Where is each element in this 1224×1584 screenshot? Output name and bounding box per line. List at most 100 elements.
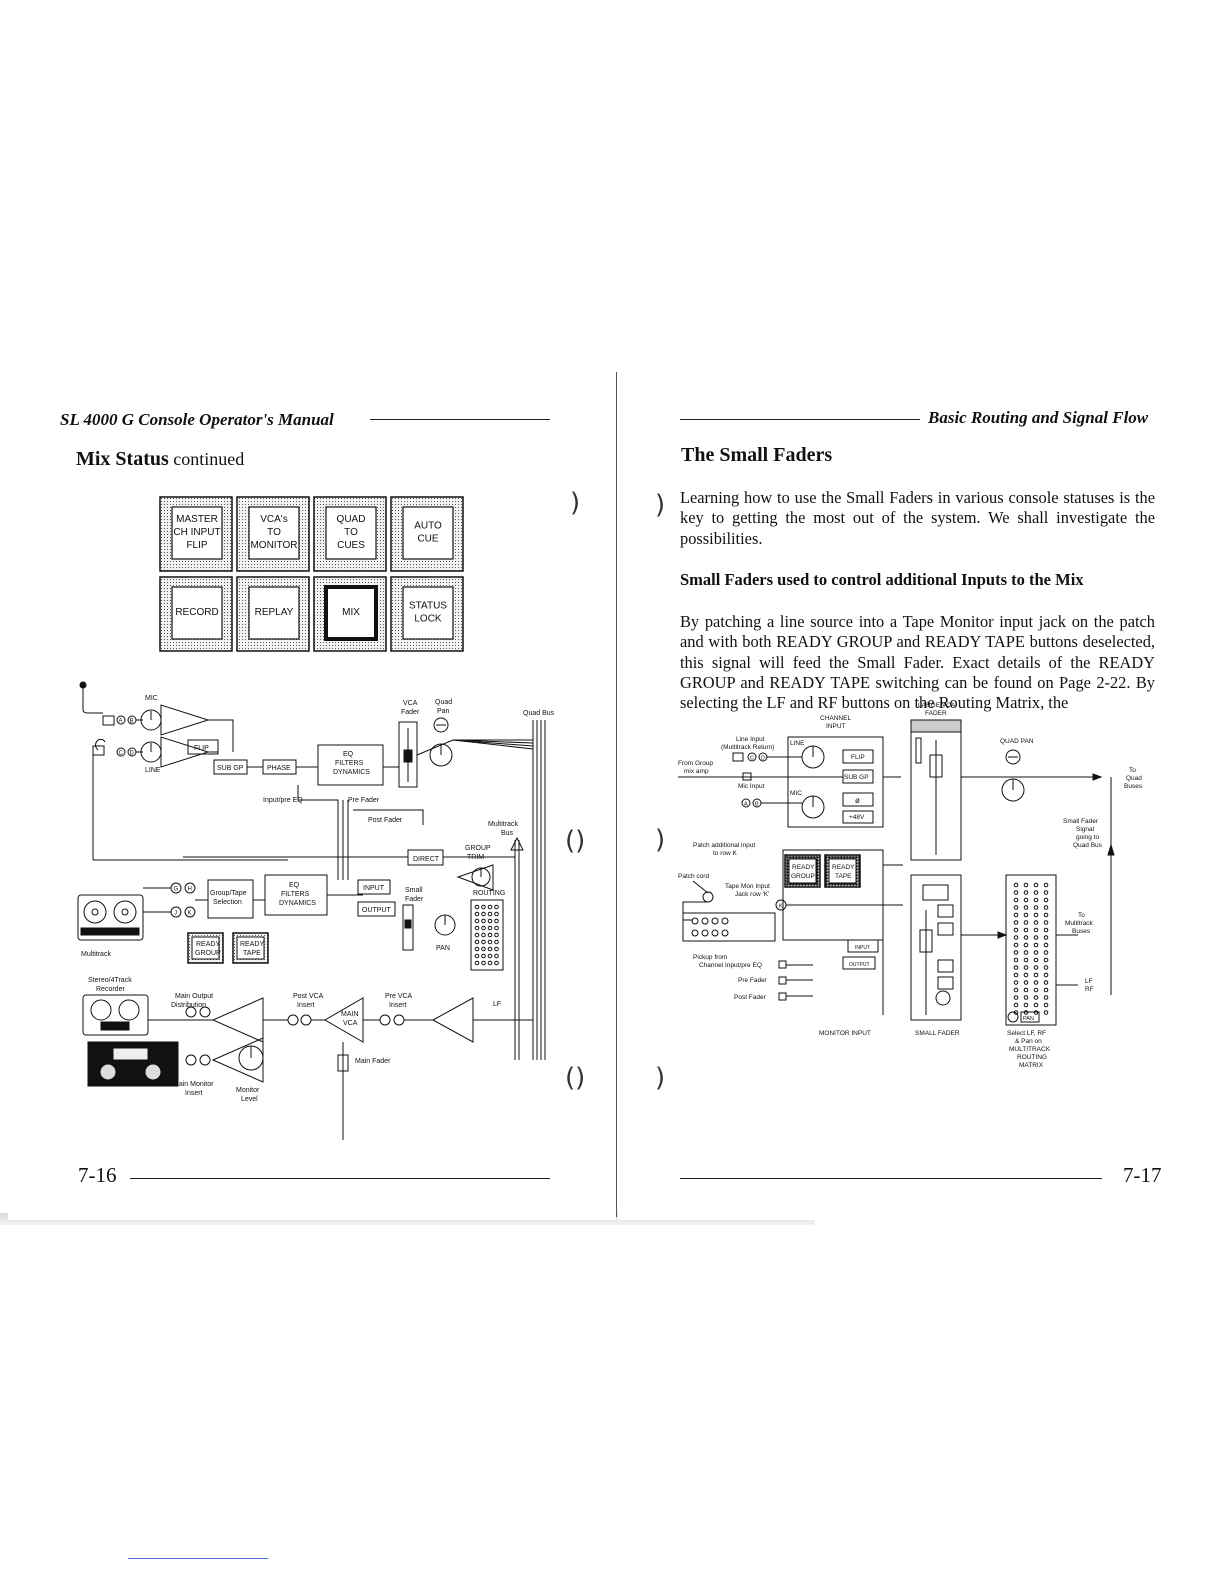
letter-d: D xyxy=(130,751,135,757)
input-r: INPUT xyxy=(855,945,870,951)
routing-button xyxy=(474,946,480,952)
post-fader-r: Post Fader xyxy=(734,994,767,1001)
routing-button xyxy=(481,911,486,917)
left-footer-rule xyxy=(130,1178,550,1179)
routing-button xyxy=(474,960,480,966)
routing-button xyxy=(474,932,480,938)
ready-tape-2: TAPE xyxy=(243,950,261,957)
ready-tape-r2: TAPE xyxy=(835,873,852,880)
status-button-label: STATUS xyxy=(409,601,447,612)
binder-mark-5: ) xyxy=(655,825,666,855)
right-footer-rule xyxy=(680,1178,1102,1179)
right-header-title: Basic Routing and Signal Flow xyxy=(928,408,1149,427)
line-label: LINE xyxy=(145,767,161,774)
routing-button xyxy=(487,932,493,938)
routing-button xyxy=(1023,927,1029,933)
mic-label: MIC xyxy=(145,695,158,702)
input-pre-eq: Input/pre EQ xyxy=(263,797,303,804)
routing-button xyxy=(474,911,480,917)
routing-button xyxy=(1033,935,1039,940)
bottom-blue-line xyxy=(128,1558,268,1559)
status-button-label: QUAD xyxy=(337,514,366,525)
status-button-label: VCA's xyxy=(260,514,287,525)
monitor-level-1: Monitor xyxy=(236,1087,260,1094)
direct-label: DIRECT xyxy=(413,856,440,863)
flip-label: FLIP xyxy=(194,745,209,752)
pre-fader-r: Pre Fader xyxy=(738,977,768,984)
to-multi-3: Buses xyxy=(1072,928,1091,935)
routing-button xyxy=(1023,935,1029,940)
routing-button xyxy=(1013,987,1019,993)
right-page-number: 7-17 xyxy=(1123,1163,1162,1187)
main-monitor-1: Main Monitor xyxy=(173,1081,214,1088)
routing-button xyxy=(494,904,499,910)
status-button-label: AUTO xyxy=(414,521,442,532)
routing-button xyxy=(1013,942,1019,948)
routing-button xyxy=(1023,987,1029,993)
flip-label-r: FLIP xyxy=(851,754,865,761)
status-button-label: FLIP xyxy=(186,540,207,551)
routing-button xyxy=(487,953,493,959)
routing-button xyxy=(487,960,493,966)
letter-a: A xyxy=(119,719,123,725)
eq-line-1: EQ xyxy=(343,751,354,758)
routing-button xyxy=(1043,927,1049,933)
left-header-rule xyxy=(370,419,550,420)
routing-button xyxy=(1033,995,1039,1000)
routing-button xyxy=(481,925,486,931)
routing-button xyxy=(487,939,493,945)
routing-button xyxy=(1023,942,1029,948)
ready-group-r2: GROUP xyxy=(791,873,815,880)
rf-r: RF xyxy=(1085,986,1094,993)
sub-gp-label: SUB GP xyxy=(217,765,244,772)
routing-button xyxy=(1023,882,1029,888)
status-button[interactable]: REPLAY xyxy=(236,576,310,652)
status-button-label: TO xyxy=(267,527,281,538)
status-button-label: RECORD xyxy=(175,607,218,618)
routing-button xyxy=(487,946,493,952)
status-button-label: MONITOR xyxy=(250,540,297,551)
patch-add-2: to row K xyxy=(713,850,738,857)
letter-j: J xyxy=(174,911,177,917)
tape-mon-2: Jack row 'K' xyxy=(735,891,769,898)
right-header-rule xyxy=(680,419,920,420)
large-vca-1: LARGE VCA xyxy=(918,702,956,709)
multitrack-bus-1: Multitrack xyxy=(488,821,518,828)
routing-button xyxy=(481,946,486,952)
routing-button xyxy=(494,960,499,966)
routing-button xyxy=(1043,1010,1049,1015)
select-4: ROUTING xyxy=(1017,1054,1047,1061)
routing-button xyxy=(1043,942,1049,948)
routing-button xyxy=(1023,980,1029,985)
routing-button xyxy=(1043,1002,1049,1008)
post-vca-1: Post VCA xyxy=(293,993,324,1000)
section-title-rest: continued xyxy=(168,449,245,469)
letter-a-r: A xyxy=(744,802,748,808)
select-5: MATRIX xyxy=(1019,1062,1044,1069)
routing-button xyxy=(1023,912,1029,918)
routing-button xyxy=(1013,972,1019,978)
main-vca-2: VCA xyxy=(343,1020,358,1027)
phase-symbol: ø xyxy=(855,796,860,805)
status-button[interactable]: MIX xyxy=(313,576,387,652)
stereo-recorder-2: Recorder xyxy=(96,986,125,993)
eq2-line-3: DYNAMICS xyxy=(279,900,316,907)
routing-button xyxy=(1023,965,1029,970)
routing-button xyxy=(1023,957,1029,963)
routing-button xyxy=(1033,965,1039,970)
routing-button xyxy=(1013,957,1019,963)
routing-button xyxy=(1013,920,1019,925)
quad-bus-label: Quad Bus xyxy=(523,710,555,717)
status-button[interactable]: RECORD xyxy=(159,576,233,652)
status-button[interactable]: VCA'sTO MONITOR xyxy=(236,496,310,572)
ready-tape-1: READY xyxy=(240,941,264,948)
routing-button xyxy=(481,932,486,938)
routing-button xyxy=(1033,1002,1039,1008)
to-quad-2: Quad xyxy=(1126,775,1142,782)
monitor-level-2: Level xyxy=(241,1096,258,1103)
pre-vca-1: Pre VCA xyxy=(385,993,413,1000)
